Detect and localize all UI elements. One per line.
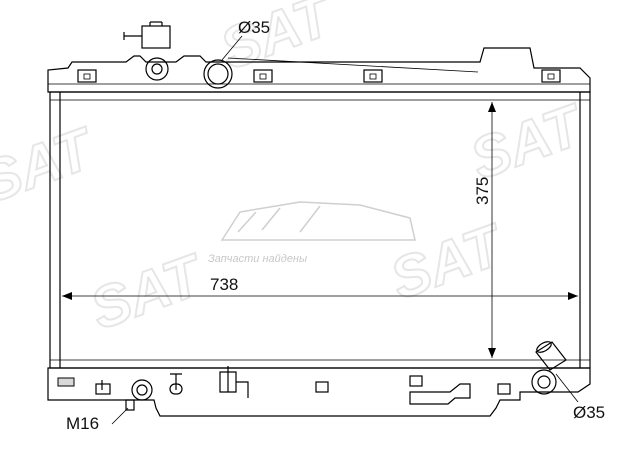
outlet-callout: Ø35 xyxy=(555,373,605,422)
outlet-pipe xyxy=(531,341,567,395)
watermark-layer: SAT SAT SAT SAT SAT Запчасти найдены xyxy=(0,0,595,343)
watermark-tagline: Запчасти найдены xyxy=(208,253,307,265)
watermark-logo: SAT xyxy=(382,211,513,312)
inlet-pipe xyxy=(203,59,233,89)
height-dimension: 375 xyxy=(473,102,496,358)
drain-callout: M16 xyxy=(66,407,129,433)
watermark-logo: SAT xyxy=(82,241,213,342)
drain-plug xyxy=(101,379,153,411)
outlet-diameter-label: Ø35 xyxy=(573,403,605,422)
radiator-cap xyxy=(123,21,171,81)
top-tank xyxy=(47,47,591,93)
height-label: 375 xyxy=(473,177,492,205)
watermark-car-icon xyxy=(220,201,416,241)
inlet-callout: Ø35 xyxy=(221,18,270,61)
drain-thread-label: M16 xyxy=(66,414,99,433)
bottom-tank xyxy=(47,366,591,417)
inlet-diameter-label: Ø35 xyxy=(238,18,270,37)
watermark-logo: SAT xyxy=(0,115,104,216)
width-label: 738 xyxy=(210,275,238,294)
